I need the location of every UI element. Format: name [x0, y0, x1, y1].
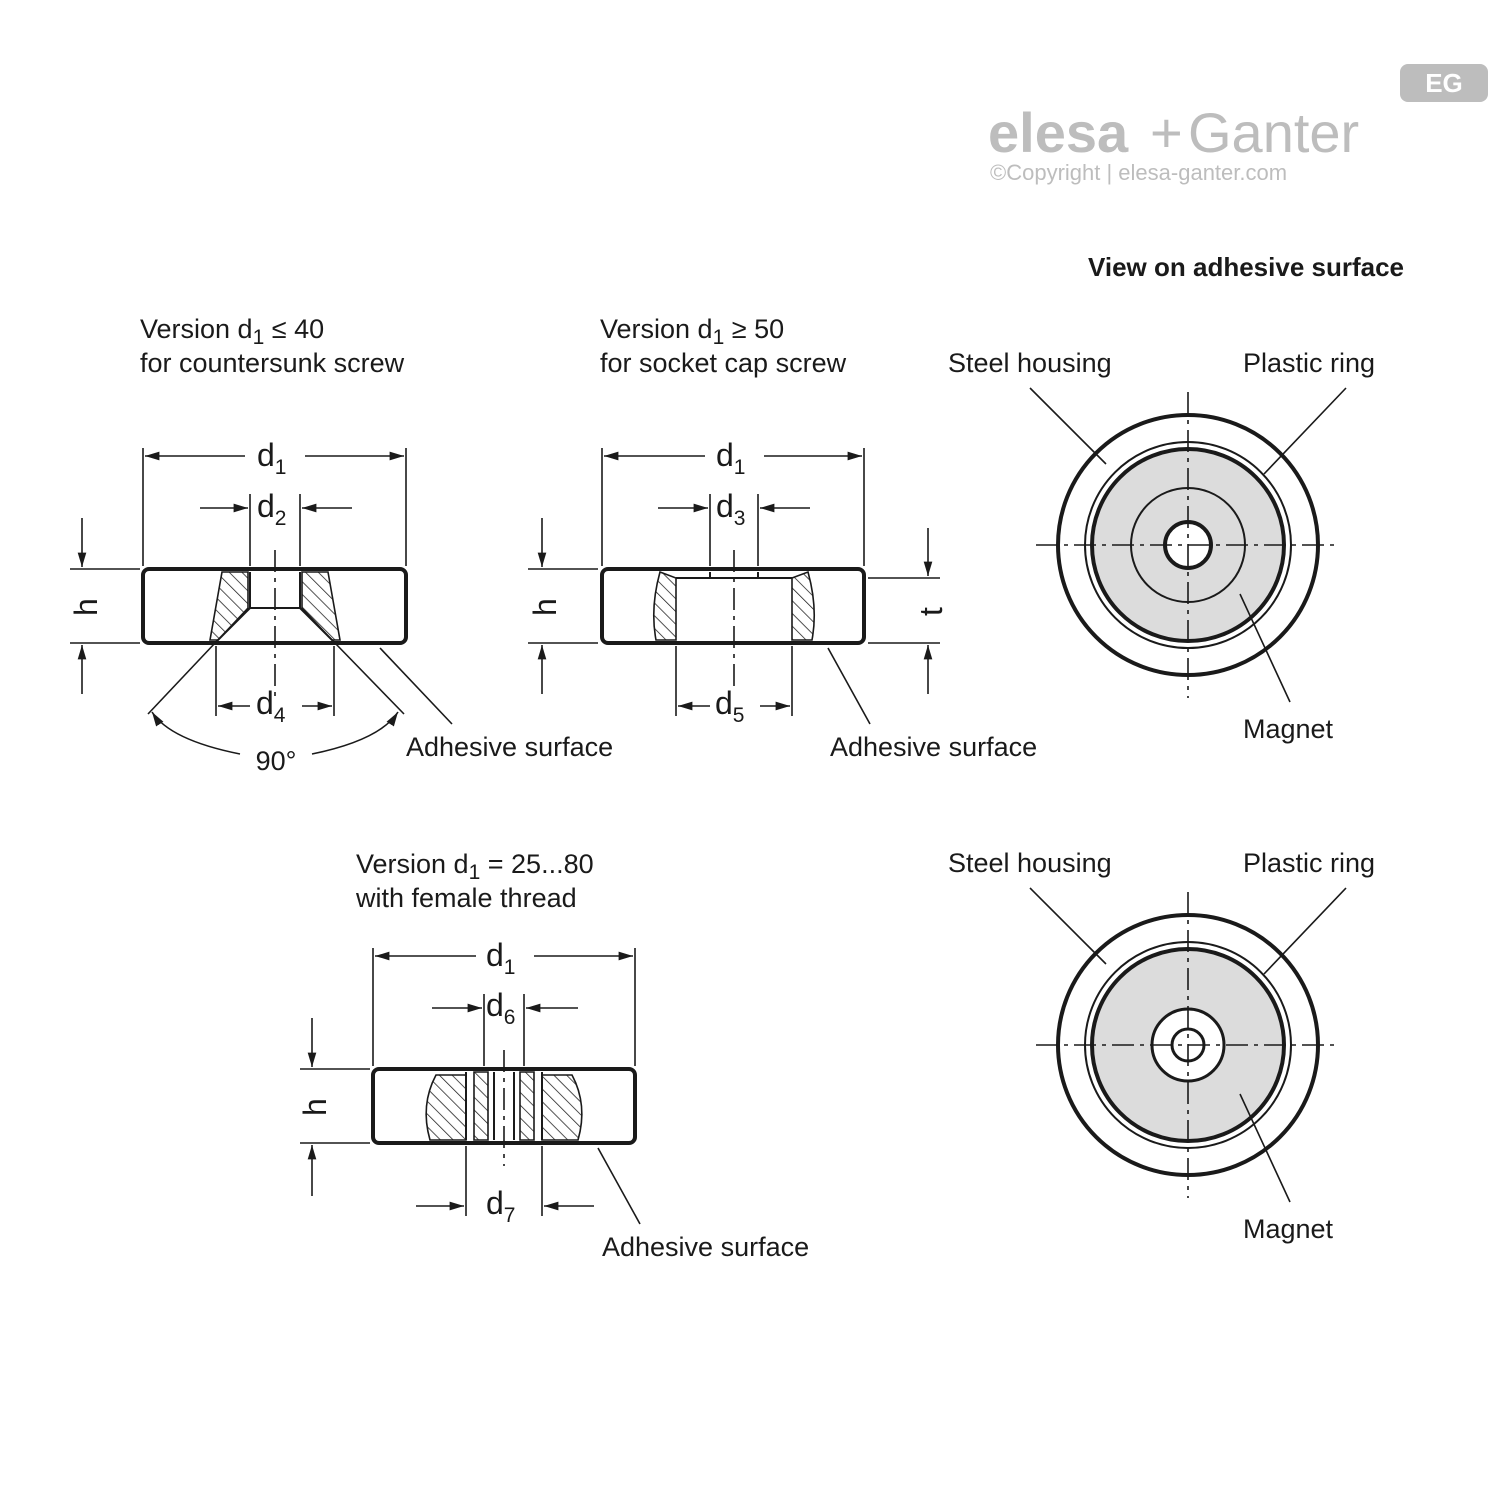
bottom-view-magnet-label: Magnet	[1243, 1214, 1334, 1244]
version1-angle-label: 90°	[256, 746, 297, 776]
top-view-steel-label: Steel housing	[948, 348, 1112, 378]
logo-brand-plus: +	[1150, 101, 1183, 164]
version1-caption-line1: Version d1 ≤ 40	[140, 314, 324, 349]
brand-logo: elesa + Ganter ©Copyright | elesa-ganter…	[988, 64, 1488, 185]
version3-adhesive-label: Adhesive surface	[602, 1232, 809, 1262]
logo-badge	[1400, 64, 1488, 102]
bottom-view: Steel housing Plastic ring Magnet	[948, 848, 1375, 1244]
version2-h-label: h	[527, 598, 563, 616]
logo-brand-left: elesa	[988, 101, 1129, 164]
view-title: View on adhesive surface	[1088, 252, 1404, 282]
top-view: Steel housing Plastic ring Magnet	[948, 348, 1375, 744]
version2-hatch-right	[791, 570, 816, 641]
top-view-magnet-label: Magnet	[1243, 714, 1334, 744]
version2-d5-label: d5	[715, 685, 744, 727]
version3-hatch-left-outer	[425, 1074, 467, 1141]
version2-d1-label: d1	[716, 437, 745, 479]
version3-caption-line2: with female thread	[355, 883, 577, 913]
version1-h-label: h	[68, 598, 104, 616]
version1-d1-label: d1	[257, 437, 286, 479]
version1-d2-label: d2	[257, 488, 286, 530]
version2-caption-line2: for socket cap screw	[600, 348, 847, 378]
logo-copyright: ©Copyright | elesa-ganter.com	[990, 160, 1287, 185]
version3-drawing: Version d1 = 25...80 with female thread …	[297, 849, 809, 1262]
version3-d7-label: d7	[486, 1185, 515, 1227]
version2-t-label: t	[913, 607, 949, 616]
top-view-plastic-label: Plastic ring	[1243, 348, 1375, 378]
version2-body	[600, 567, 866, 645]
logo-brand-right: Ganter	[1188, 101, 1359, 164]
version1-drawing: Version d1 ≤ 40 for countersunk screw d1…	[68, 314, 613, 776]
version2-hatch-left	[652, 570, 677, 641]
bottom-view-plastic-label: Plastic ring	[1243, 848, 1375, 878]
version2-adhesive-label: Adhesive surface	[830, 732, 1037, 762]
version3-hatch-right-inner	[519, 1071, 535, 1141]
version3-hatch-right-outer	[541, 1074, 583, 1141]
version2-d3-label: d3	[716, 488, 745, 530]
version3-d1-label: d1	[486, 937, 515, 979]
version3-caption-line1: Version d1 = 25...80	[356, 849, 594, 884]
version2-drawing: Version d1 ≥ 50 for socket cap screw d1 …	[527, 314, 1037, 762]
version3-h-label: h	[297, 1098, 333, 1116]
bottom-view-steel-label: Steel housing	[948, 848, 1112, 878]
version1-adhesive-label: Adhesive surface	[406, 732, 613, 762]
version1-hatch-right	[301, 571, 341, 641]
version1-d4-label: d4	[256, 685, 286, 727]
version2-caption-line1: Version d1 ≥ 50	[600, 314, 784, 349]
version1-caption-line2: for countersunk screw	[140, 348, 405, 378]
logo-badge-text: EG	[1425, 68, 1463, 98]
version3-hatch-left-inner	[473, 1071, 489, 1141]
version3-d6-label: d6	[486, 987, 515, 1029]
